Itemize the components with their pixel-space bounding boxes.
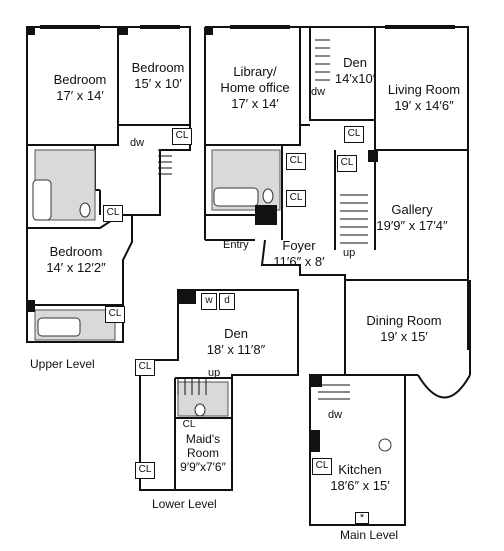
main-level-walls [204,26,469,350]
room-name: Den [224,326,248,341]
room-name: Living Room [387,82,461,97]
room-name: Bedroom [49,244,103,259]
room-dining: Dining Room 19′ x 15′ [366,313,441,345]
room-foyer: Foyer 11′6″ x 8′ [273,238,324,270]
upper-tub1-icon [32,179,52,221]
closet: CL [172,128,192,145]
main-den-walls [309,27,376,121]
room-name: Gallery [391,202,433,217]
main-tub-icon [213,187,259,207]
upper-tub2-icon [37,317,81,337]
room-name: Dining Room [366,313,442,328]
wall-block [178,290,196,304]
main-level-label: Main Level [340,528,399,542]
wall-block [27,27,35,35]
room-dims: 14′ x 12′2″ [46,260,106,275]
wall-block [310,375,322,387]
room-name: Kitchen [338,462,382,477]
closet: CL [103,205,123,222]
kitchen-walls [309,374,406,526]
room-dims: 17′ x 14′ [231,96,279,111]
room-den-main: Den 14′x10′ [335,55,375,87]
closet: CL [312,458,332,475]
room-dims: 11′6″ x 8′ [273,254,325,269]
closet: CL [344,126,364,143]
room-dims: 19′ x 14′6″ [394,98,454,113]
room-den-lower: Den 18′ x 11′8″ [207,326,265,358]
room-dims: 9′9″x7′6″ [180,460,226,474]
main-gallery-stairs [340,194,368,244]
closet: CL [182,419,196,430]
room-living: Living Room 19′ x 14′6″ [388,82,460,114]
room-kitchen: Kitchen 18′6″ x 15′ [330,462,389,494]
room-dims: 19′9″ x 17′4″ [376,218,448,233]
main-library-walls [205,27,310,146]
closet: CL [135,359,155,376]
kitchen-star-mark: * [355,512,369,524]
wall-block [27,300,35,312]
room-dims: 17′ x 14′ [56,88,104,103]
room-bedroom-upper-left: Bedroom 17′ x 14′ [54,72,107,104]
room-gallery: Gallery 19′9″ x 17′4″ [376,202,447,234]
room-name: Den [343,55,367,70]
room-name: Library/ [233,64,277,79]
main-den-stairs [315,39,330,81]
closet: CL [286,190,306,207]
lower-toilet-icon [194,403,206,417]
upper-bath-walls [94,145,101,215]
entry-label: Entry [223,239,249,251]
closet: CL [105,306,125,323]
stairs-up-label: up [343,247,356,259]
upper-toilet-icon [79,202,91,218]
room-bedroom-upper-right: Bedroom 15′ x 10′ [132,60,185,92]
lower-level-walls [139,289,299,491]
room-name: Maid's [185,432,221,446]
stairs-up-label: up [208,367,221,379]
room-name: Foyer [282,238,316,253]
upper-bedroom1-walls [27,27,190,146]
wall-block [205,27,213,35]
room-dims: 14′x10′ [334,71,376,86]
room-library: Library/ Home office 17′ x 14′ [220,64,289,112]
wall-block [368,150,378,162]
dishwasher-label: dw [328,409,343,421]
room-dims: 15′ x 10′ [134,76,182,91]
lower-level-label: Lower Level [152,497,217,511]
dishwasher-label: dw [130,137,145,149]
wall-block [118,27,128,35]
kitchen-sink-icon [378,438,392,452]
dining-bay [417,374,471,399]
wall-block [310,430,320,452]
dishwasher-label: dw [311,86,326,98]
upper-level-label: Upper Level [30,357,95,371]
room-dims: 19′ x 15′ [380,329,428,344]
lower-stairs [177,378,207,395]
kitchen-stairs [318,384,350,400]
room-name: Bedroom [131,60,185,75]
room-dims: 18′ x 11′8″ [206,342,266,357]
room-bedroom-upper-lower: Bedroom 14′ x 12′2″ [46,244,105,276]
room-maids: Maid's Room 9′9″x7′6″ [180,432,226,474]
closet: CL [286,153,306,170]
washer-box: w [201,293,217,310]
main-toilet-icon [262,188,274,204]
dryer-box: d [219,293,235,310]
room-dims: 18′6″ x 15′ [330,478,390,493]
closet: CL [135,462,155,479]
room-name: Bedroom [53,72,107,87]
wall-block [255,205,277,225]
closet: CL [337,155,357,172]
room-name-line2: Home office [220,80,290,95]
upper-stairs [158,149,172,175]
room-name-line2: Room [186,446,220,460]
